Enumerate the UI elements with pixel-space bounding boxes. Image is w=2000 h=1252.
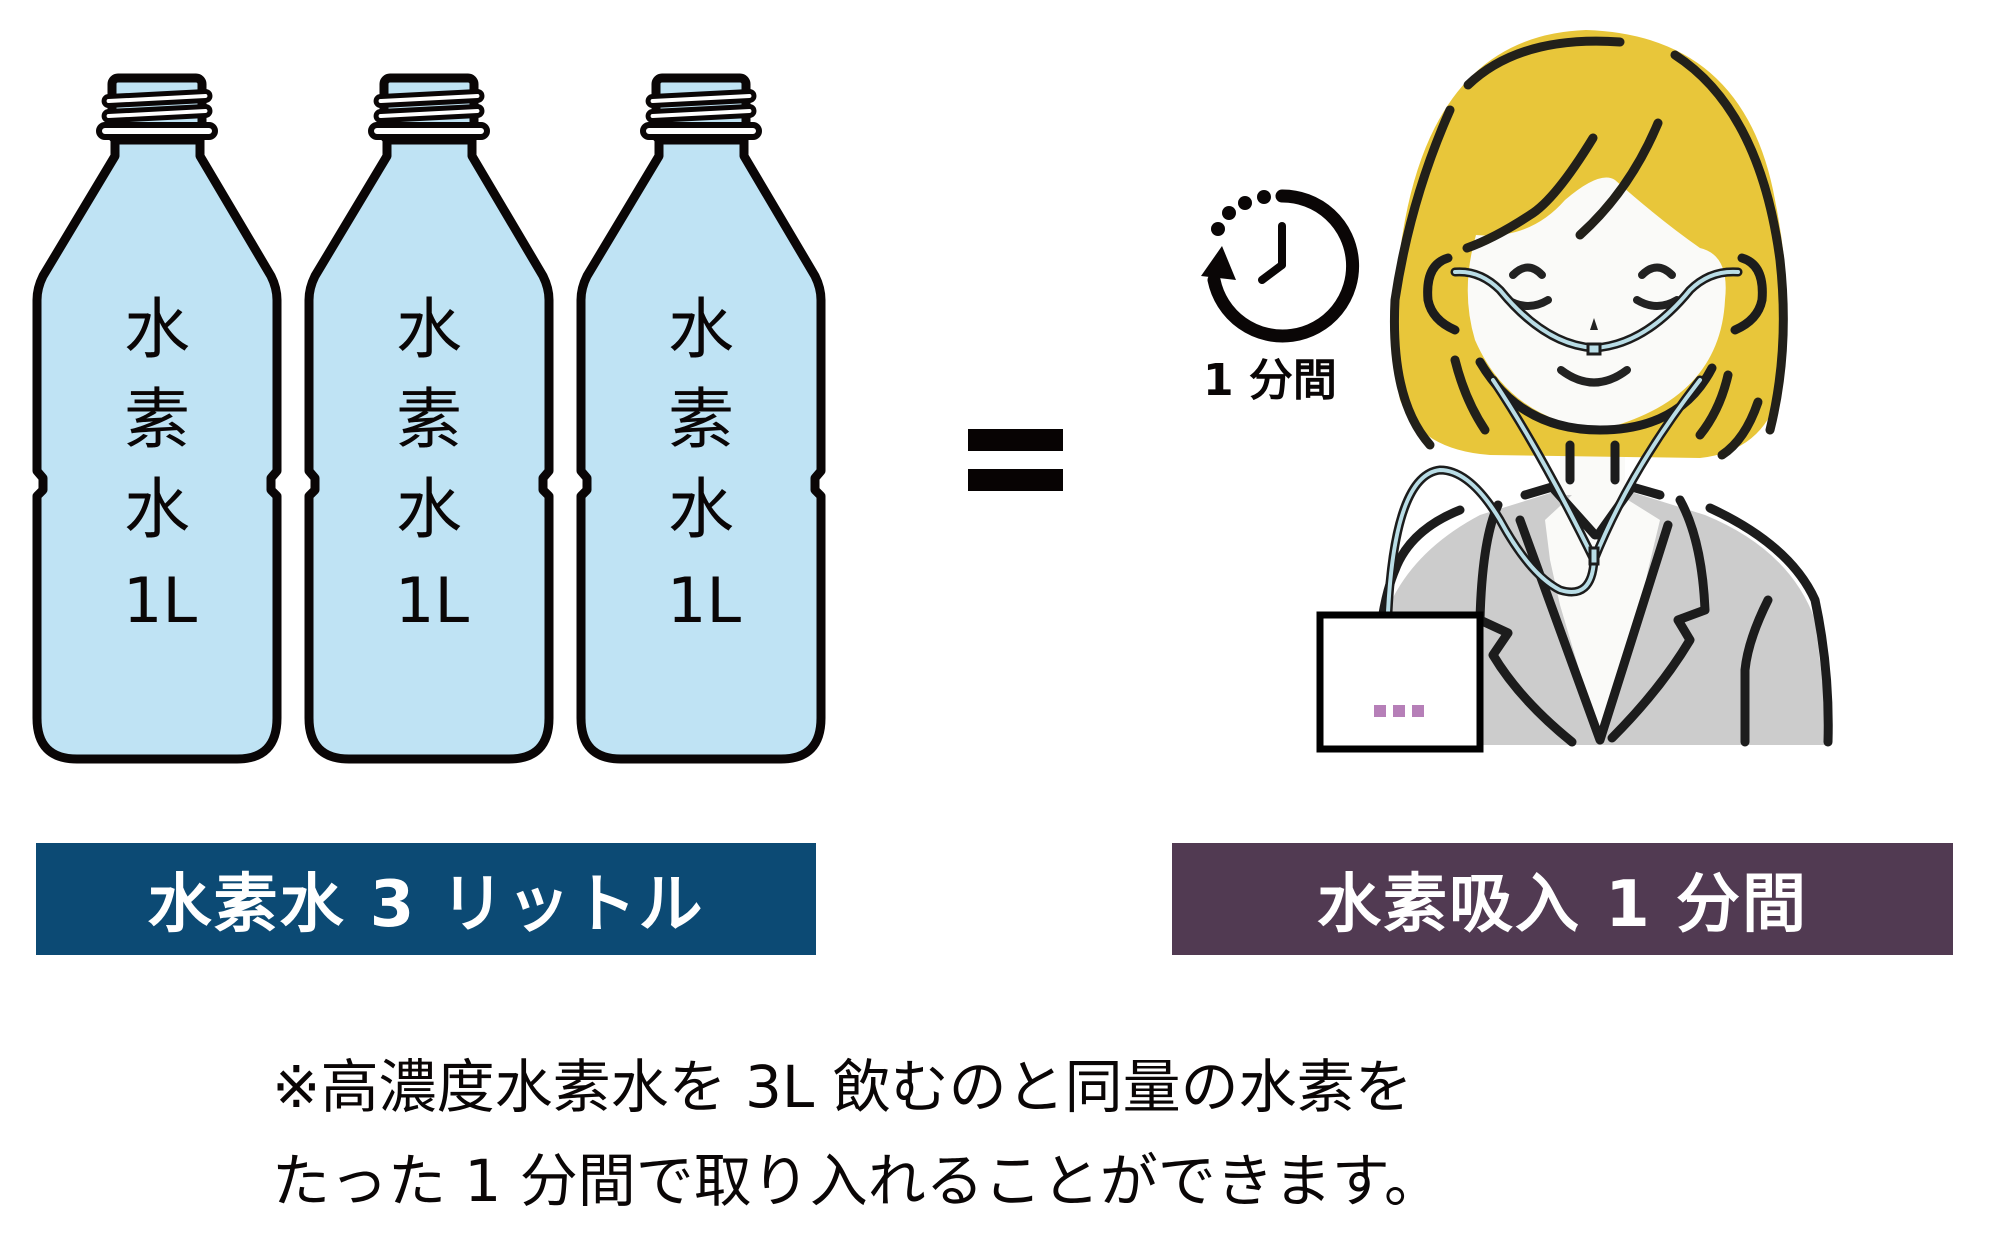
hydrogen-water-banner-text: 水素水 3 リットル <box>147 868 705 942</box>
device-indicator-dots <box>1374 705 1424 717</box>
bottle-label-char: 水 <box>396 291 462 368</box>
equals-sign-bottom-bar <box>968 469 1063 491</box>
bottle-2-label: 水 素 水 1L <box>395 291 469 637</box>
caption-line-2: たった 1 分間で取り入れることができます。 <box>272 1147 1442 1215</box>
bottle-1-label: 水 素 水 1L <box>123 291 197 637</box>
caption-line-1: ※高濃度水素水を 3L 飲むのと同量の水素を <box>272 1053 1413 1121</box>
hydrogen-inhalation-banner: 水素吸入 1 分間 <box>1172 843 1953 955</box>
hydrogen-water-banner: 水素水 3 リットル <box>36 843 816 955</box>
bottle-label-char: 水 <box>124 291 190 368</box>
hydrogen-inhalation-banner-text: 水素吸入 1 分間 <box>1316 868 1809 942</box>
bottle-label-char: 素 <box>396 381 462 458</box>
bottle-label-char: 水 <box>124 471 190 548</box>
timer-label: 1 分間 <box>1203 355 1337 406</box>
bottle-volume: 1L <box>395 564 469 637</box>
woman-illustration <box>1370 30 1833 747</box>
footnote-caption: ※高濃度水素水を 3L 飲むのと同量の水素を たった 1 分間で取り入れることが… <box>272 1040 1672 1228</box>
bottle-volume: 1L <box>123 564 197 637</box>
inhaler-device <box>1316 611 1484 753</box>
bottle-label-char: 素 <box>124 381 190 458</box>
bottle-volume: 1L <box>667 564 741 637</box>
bottle-3-label: 水 素 水 1L <box>667 291 741 637</box>
equals-sign-top-bar <box>968 429 1063 451</box>
clock-rewind-icon <box>1201 189 1360 343</box>
bottle-label-char: 水 <box>396 471 462 548</box>
bottle-label-char: 水 <box>668 291 734 368</box>
bottle-label-char: 水 <box>668 471 734 548</box>
bottle-label-char: 素 <box>668 381 734 458</box>
